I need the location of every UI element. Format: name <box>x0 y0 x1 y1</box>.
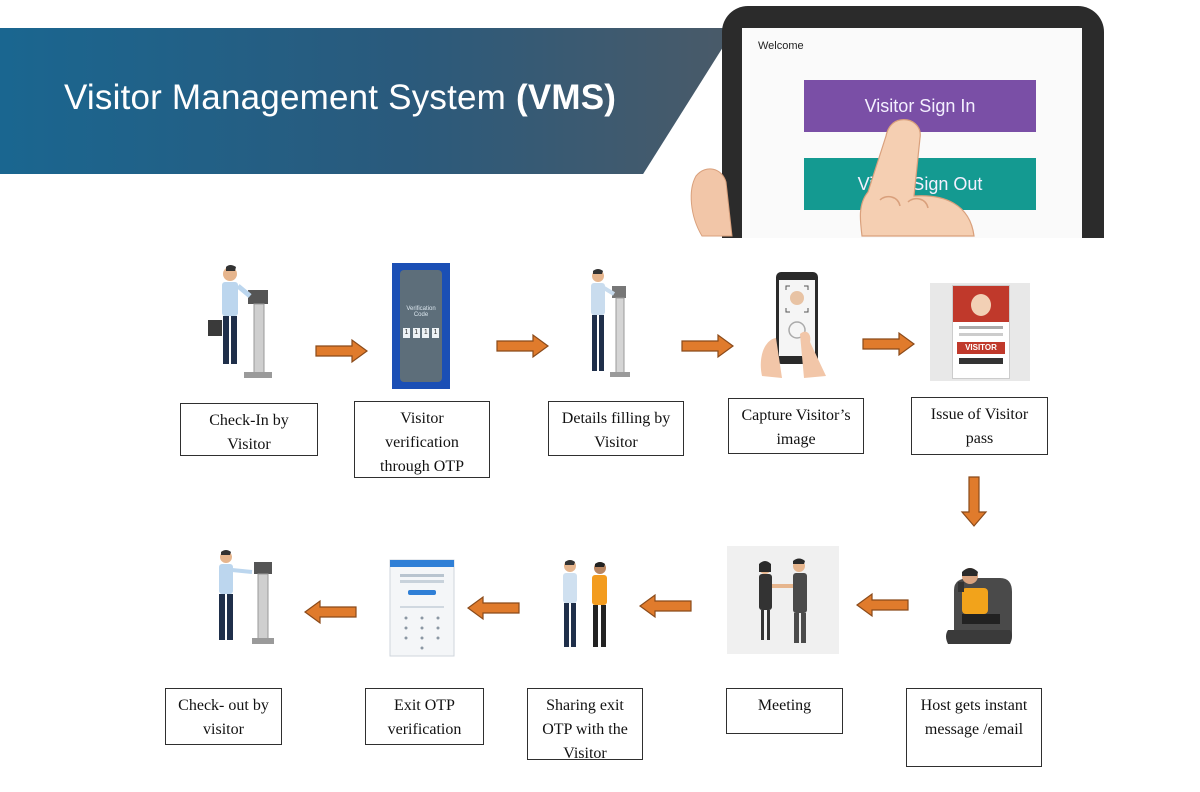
handshake-icon <box>759 558 807 643</box>
step-label: Host gets instant message /email <box>920 697 1028 738</box>
otp-phone-illustration: Verification Code 1 1 1 1 <box>392 263 450 389</box>
step-otp-verification-box: Visitor verification through OTP <box>354 401 490 478</box>
step-label: Exit OTP verification <box>387 697 462 738</box>
step-sharing-otp-box: Sharing exit OTP with the Visitor <box>527 688 643 762</box>
step-meeting-box: Meeting <box>726 688 843 734</box>
visitor-sign-in-button[interactable]: Visitor Sign In <box>804 80 1036 132</box>
visitor-kiosk-icon <box>208 265 272 378</box>
step-issue-pass-box: Issue of Visitor pass <box>911 397 1048 455</box>
step-exit-otp-box: Exit OTP verification <box>365 688 484 745</box>
step-label: Meeting <box>757 697 812 714</box>
otp-screen-label: Verification Code <box>406 306 436 318</box>
details-kiosk-icon <box>591 269 630 377</box>
pointing-hand-icon <box>690 119 975 237</box>
otp-digit: 1 <box>422 328 430 338</box>
sharing-otp-icon <box>563 560 607 647</box>
page-title: Visitor Management System (VMS) <box>64 78 616 118</box>
step-host-message-box: Host gets instant message /email <box>906 688 1042 767</box>
checkout-kiosk-icon <box>219 550 274 644</box>
arrow-6-7 <box>855 592 909 618</box>
step-label: Check-In by Visitor <box>209 412 289 453</box>
otp-digit: 1 <box>431 328 439 338</box>
step-label: Check- out by visitor <box>178 697 269 738</box>
step-details-filling-box: Details filling by Visitor <box>548 401 684 456</box>
step-label: Issue of Visitor pass <box>930 406 1029 447</box>
otp-digit: 1 <box>403 328 410 338</box>
title-text: Visitor Management System <box>64 78 516 117</box>
arrow-4-5 <box>862 331 916 357</box>
step-label: Details filling by Visitor <box>561 410 671 451</box>
step-label: Capture Visitor’s image <box>741 407 851 448</box>
visitor-pass-card: VISITOR <box>930 283 1030 381</box>
visitor-pass-label: VISITOR <box>957 342 1005 354</box>
arrow-8-9 <box>466 595 520 621</box>
host-message-icon <box>946 568 1012 644</box>
arrow-2-3 <box>496 333 550 359</box>
title-acronym: (VMS) <box>515 78 617 117</box>
arrow-9-10 <box>303 599 357 625</box>
step-check-out-box: Check- out by visitor <box>165 688 282 745</box>
step-capture-image-box: Capture Visitor’s image <box>728 398 864 454</box>
header-banner: Visitor Management System (VMS) <box>0 28 735 174</box>
arrow-5-6 <box>960 476 988 527</box>
arrow-3-4 <box>681 333 735 359</box>
arrow-7-8 <box>638 593 692 619</box>
exit-otp-phone-icon <box>389 559 455 657</box>
step-label: Visitor verification through OTP <box>380 410 464 475</box>
otp-digit: 1 <box>412 328 420 338</box>
meeting-illustration <box>727 546 839 654</box>
capture-image-phone-icon <box>760 272 826 378</box>
step-check-in-box: Check-In by Visitor <box>180 403 318 456</box>
welcome-text: Welcome <box>758 40 804 52</box>
step-label: Sharing exit OTP with the Visitor <box>542 697 628 762</box>
arrow-1-2 <box>315 338 369 364</box>
